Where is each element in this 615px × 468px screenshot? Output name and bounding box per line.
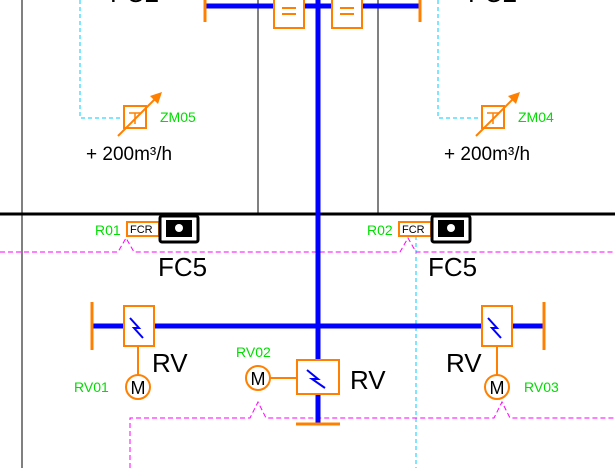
magenta-line-upper bbox=[0, 236, 615, 253]
regulator-tag-rv02: RV02 bbox=[236, 344, 271, 360]
magenta-line-lower bbox=[129, 400, 615, 468]
motor-icon bbox=[125, 374, 151, 400]
damper-zm05[interactable] bbox=[117, 92, 162, 137]
silencers bbox=[273, 0, 363, 29]
motor-label: M bbox=[131, 378, 146, 398]
motor-label: M bbox=[251, 369, 266, 389]
adjust-arrow-icon bbox=[508, 92, 520, 104]
grille-tag-r02: R02 bbox=[367, 222, 393, 238]
grille-r01[interactable]: FCR bbox=[126, 214, 200, 244]
regulator-rv02[interactable]: M bbox=[245, 359, 340, 395]
damper-tag-zm04: ZM04 bbox=[518, 109, 554, 125]
control-lines-cyan bbox=[79, 0, 480, 468]
vav-box-icon bbox=[123, 305, 155, 347]
zone-label-fc2-right: FC2 bbox=[468, 0, 517, 8]
fan-icon bbox=[175, 224, 183, 232]
duct-caps bbox=[90, 0, 546, 426]
adjust-arrow-icon bbox=[150, 92, 162, 104]
cyan-line-zm05 bbox=[79, 0, 122, 119]
damper-flow-zm04: + 200m³/h bbox=[444, 144, 530, 165]
vav-box-icon bbox=[481, 305, 513, 347]
ducts bbox=[92, 0, 544, 424]
control-lines-magenta bbox=[0, 236, 615, 468]
fan-icon bbox=[447, 224, 455, 232]
vav-box-icon bbox=[296, 359, 340, 395]
cyan-line-zm04 bbox=[437, 0, 480, 119]
zone-label-fc5-right: FC5 bbox=[428, 252, 477, 282]
motor-icon bbox=[484, 374, 510, 400]
damper-tag-zm05: ZM05 bbox=[160, 109, 196, 125]
motor-label: M bbox=[490, 378, 505, 398]
regulator-label-rv01: RV bbox=[152, 348, 188, 378]
grille-r02[interactable]: FCR bbox=[398, 214, 472, 244]
zone-label-fc2-left: FC2 bbox=[110, 0, 159, 8]
regulator-rv03[interactable]: M bbox=[481, 305, 513, 400]
regulator-label-rv02: RV bbox=[350, 365, 386, 395]
fcr-label: FCR bbox=[402, 224, 425, 236]
damper-zm04[interactable] bbox=[475, 92, 520, 137]
damper-flow-zm05: + 200m³/h bbox=[86, 144, 172, 165]
regulator-tag-rv01: RV01 bbox=[74, 379, 109, 395]
grille-tag-r01: R01 bbox=[95, 222, 121, 238]
regulator-tag-rv03: RV03 bbox=[524, 379, 559, 395]
fcr-label: FCR bbox=[130, 224, 153, 236]
regulator-rv01[interactable]: M bbox=[123, 305, 155, 400]
zone-label-fc5-left: FC5 bbox=[158, 252, 207, 282]
silencer-left bbox=[273, 0, 305, 29]
regulator-label-rv03: RV bbox=[446, 348, 482, 378]
